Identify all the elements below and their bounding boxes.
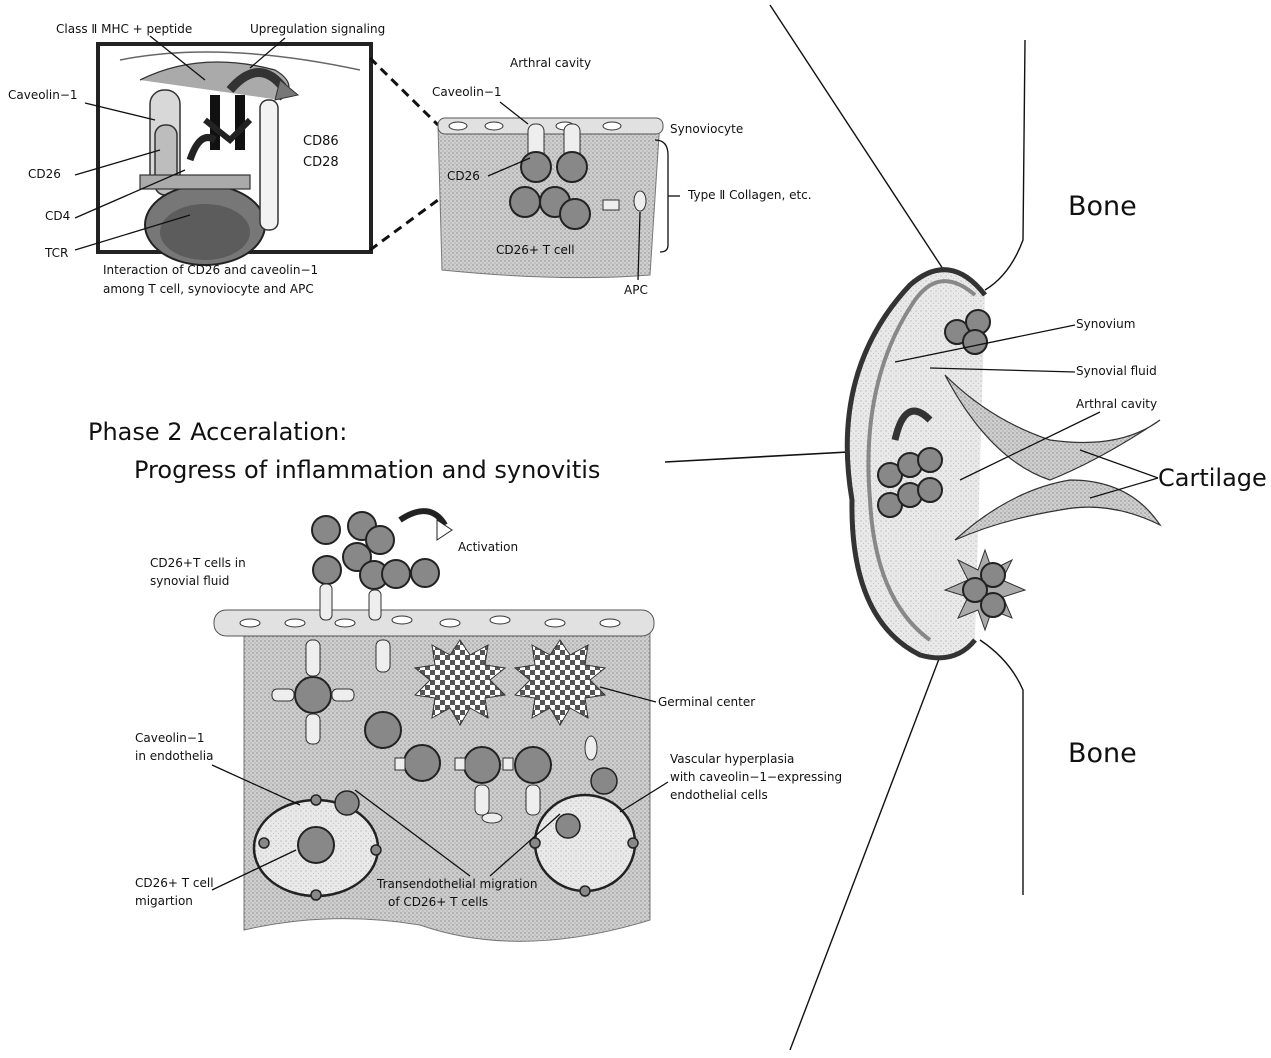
label-bone-top: Bone — [1068, 191, 1137, 222]
label-synovial-fluid: Synovial fluid — [1076, 364, 1157, 378]
label-transendo-line2: of CD26+ T cells — [388, 895, 488, 909]
label-arthral-cavity-top: Arthral cavity — [510, 56, 591, 70]
label-caveolin-top: Caveolin−1 — [432, 85, 502, 99]
bottom-tissue-block — [214, 610, 654, 941]
label-vascular-line1: Vascular hyperplasia — [670, 752, 794, 766]
label-caveolin-endo-line2: in endothelia — [135, 749, 213, 763]
label-type2-collagen: Type Ⅱ Collagen, etc. — [687, 188, 812, 202]
label-vascular-line3: endothelial cells — [670, 788, 768, 802]
label-synovium: Synovium — [1076, 317, 1135, 331]
label-germinal-center: Germinal center — [658, 695, 755, 709]
label-synoviocyte: Synoviocyte — [670, 122, 743, 136]
label-activation: Activation — [458, 540, 518, 554]
label-transendo-line1: Transendothelial migration — [376, 877, 537, 891]
label-migration-line1: CD26+ T cell — [135, 876, 214, 890]
label-cartilage: Cartilage — [1158, 464, 1267, 492]
label-cd28: CD28 — [303, 155, 339, 170]
label-caveolin-endo-line1: Caveolin−1 — [135, 731, 205, 745]
label-fluid-cells-line1: CD26+T cells in — [150, 556, 246, 570]
inset-caption-line1: Interaction of CD26 and caveolin−1 — [103, 263, 318, 277]
label-arthral-cavity-joint: Arthral cavity — [1076, 397, 1157, 411]
label-cd4: CD4 — [45, 209, 70, 223]
label-cd26-t-cell-top: CD26+ T cell — [496, 243, 575, 257]
label-cd26-top: CD26 — [447, 169, 480, 183]
phase2-subtitle: Progress of inflammation and synovitis — [134, 456, 600, 484]
label-migration-line2: migartion — [135, 894, 193, 908]
label-upregulation: Upregulation signaling — [250, 22, 385, 36]
label-class2-mhc: Class Ⅱ MHC + peptide — [56, 22, 192, 36]
fluid-t-cells — [312, 512, 439, 589]
phase2-title: Phase 2 Acceralation: — [88, 418, 347, 446]
label-vascular-line2: with caveolin−1−expressing — [670, 770, 842, 784]
label-cd86: CD86 — [303, 134, 339, 149]
label-apc: APC — [624, 283, 648, 297]
label-cd26-inset: CD26 — [28, 167, 61, 181]
inset-caption-line2: among T cell, synoviocyte and APC — [103, 282, 314, 296]
label-caveolin-inset: Caveolin−1 — [8, 88, 78, 102]
label-tcr: TCR — [44, 246, 68, 260]
label-bone-bottom: Bone — [1068, 738, 1137, 769]
joint-illustration — [770, 5, 1160, 1050]
label-fluid-cells-line2: synovial fluid — [150, 574, 229, 588]
